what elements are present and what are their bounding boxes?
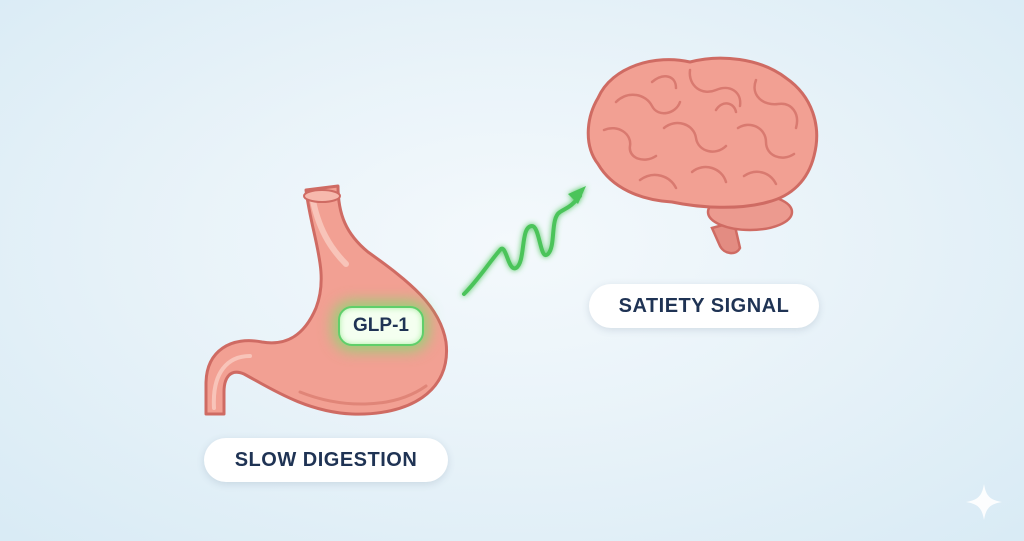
slow-digestion-text: SLOW DIGESTION bbox=[234, 448, 418, 471]
slow-digestion-label: SLOW DIGESTION bbox=[204, 438, 448, 482]
satiety-signal-label: SATIETY SIGNAL bbox=[589, 284, 819, 328]
stomach-icon bbox=[204, 184, 449, 416]
brain-icon bbox=[586, 56, 819, 255]
wavy-arrow-icon bbox=[462, 186, 586, 296]
sparkle-icon bbox=[966, 484, 1002, 520]
glp1-badge: GLP-1 bbox=[338, 306, 424, 346]
satiety-signal-text: SATIETY SIGNAL bbox=[618, 294, 790, 317]
glp1-label: GLP-1 bbox=[353, 315, 409, 336]
